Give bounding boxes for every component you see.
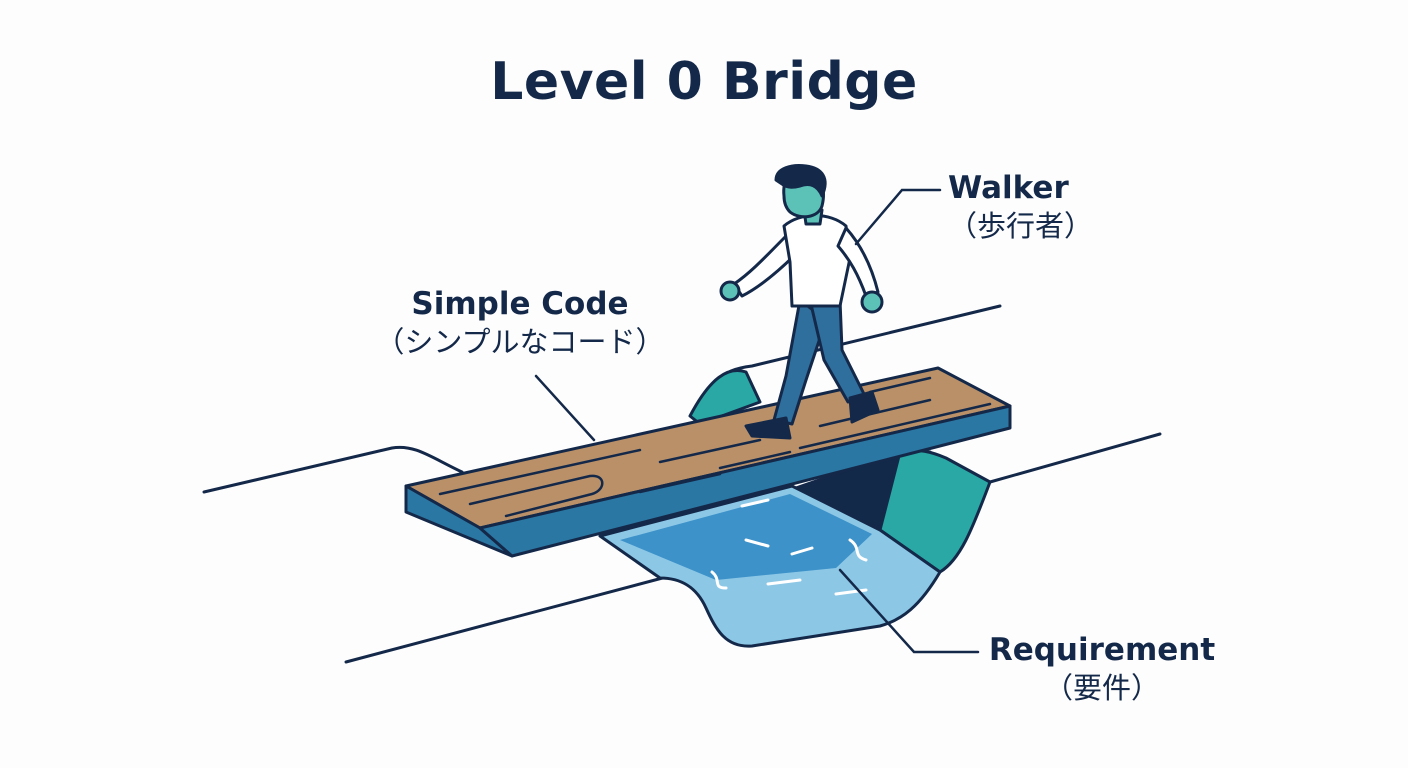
walker-label-jp: （歩行者） xyxy=(948,209,1094,244)
simple-code-label-jp: （シンプルなコード） xyxy=(375,325,665,360)
walker-figure xyxy=(719,164,884,440)
requirement-leader xyxy=(838,568,980,654)
walker-hair xyxy=(774,164,827,198)
walker-label-en: Walker xyxy=(948,170,1069,206)
requirement-label-jp: （要件） xyxy=(1043,671,1160,706)
walker-back-shoe xyxy=(744,416,792,440)
stream-ripples xyxy=(710,498,868,596)
diagram-title: Level 0 Bridge xyxy=(490,52,918,112)
stream-deep xyxy=(620,494,872,580)
left-bank-lower-line xyxy=(344,574,672,664)
walker-front-hand xyxy=(860,290,884,314)
requirement-label: Requirement （要件） xyxy=(986,630,1218,708)
far-bank-teal xyxy=(688,369,762,426)
plank-long-side xyxy=(478,404,1012,558)
left-bank-line xyxy=(202,445,464,494)
walker-front-shoe xyxy=(848,390,880,424)
simple-code-label-en: Simple Code xyxy=(411,286,629,322)
requirement-label-en: Requirement xyxy=(988,632,1216,668)
walker-torso xyxy=(782,214,852,308)
stream xyxy=(598,484,942,648)
walker-label: Walker （歩行者） xyxy=(948,168,1093,246)
simple-code-label: Simple Code （シンプルなコード） xyxy=(360,284,680,362)
code-leader xyxy=(534,374,596,442)
walker-leader xyxy=(854,188,942,246)
walker-back-hand xyxy=(719,280,741,302)
right-bank-upper-line xyxy=(714,304,1002,384)
right-bank-lower-line xyxy=(988,432,1162,484)
leader-lines xyxy=(534,188,980,654)
